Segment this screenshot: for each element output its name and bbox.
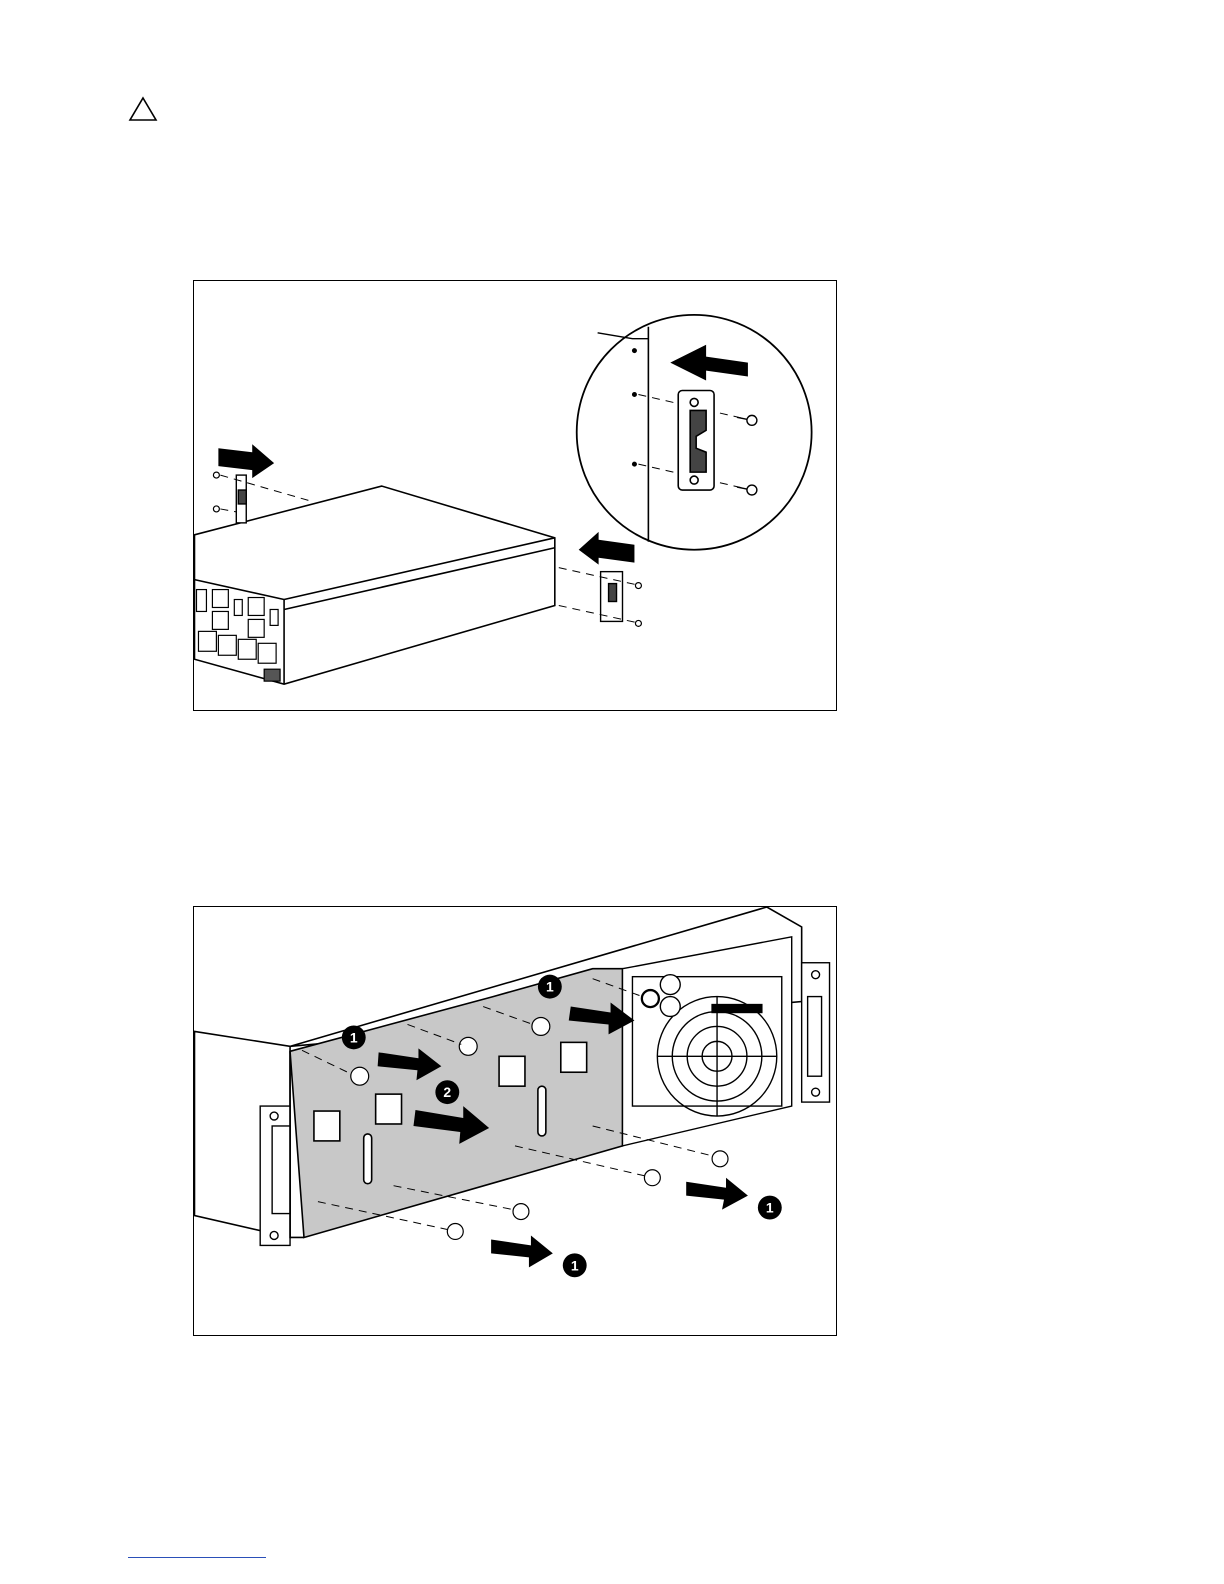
control-panel-fan bbox=[622, 937, 791, 1146]
svg-text:2: 2 bbox=[443, 1084, 451, 1100]
caution-triangle-icon bbox=[128, 96, 158, 122]
front-bezel-removal-figure: 1 1 2 1 1 bbox=[193, 906, 837, 1336]
bracket-removal-illustration bbox=[194, 281, 836, 710]
detail-magnifier bbox=[577, 315, 812, 550]
svg-text:1: 1 bbox=[350, 1029, 358, 1045]
right-screws bbox=[635, 583, 641, 627]
right-rack-ear bbox=[802, 963, 830, 1102]
arrow-right-icon bbox=[218, 444, 274, 478]
left-screws bbox=[213, 472, 219, 512]
left-bracket bbox=[236, 475, 246, 523]
right-bracket bbox=[601, 572, 623, 622]
svg-text:1: 1 bbox=[571, 1257, 579, 1273]
bracket-removal-figure bbox=[193, 280, 837, 711]
left-rack-ear bbox=[260, 1106, 290, 1245]
svg-text:1: 1 bbox=[546, 979, 554, 995]
footer-link-rule bbox=[128, 1557, 266, 1558]
front-bezel-removal-illustration: 1 1 2 1 1 bbox=[194, 907, 836, 1335]
arrow-left-icon bbox=[579, 532, 635, 565]
callout-1: 1 bbox=[538, 975, 562, 999]
svg-text:1: 1 bbox=[766, 1200, 774, 1216]
callout-1: 1 bbox=[563, 1253, 587, 1277]
callout-1: 1 bbox=[758, 1196, 782, 1220]
callout-2: 2 bbox=[435, 1080, 459, 1104]
callout-1: 1 bbox=[342, 1025, 366, 1049]
